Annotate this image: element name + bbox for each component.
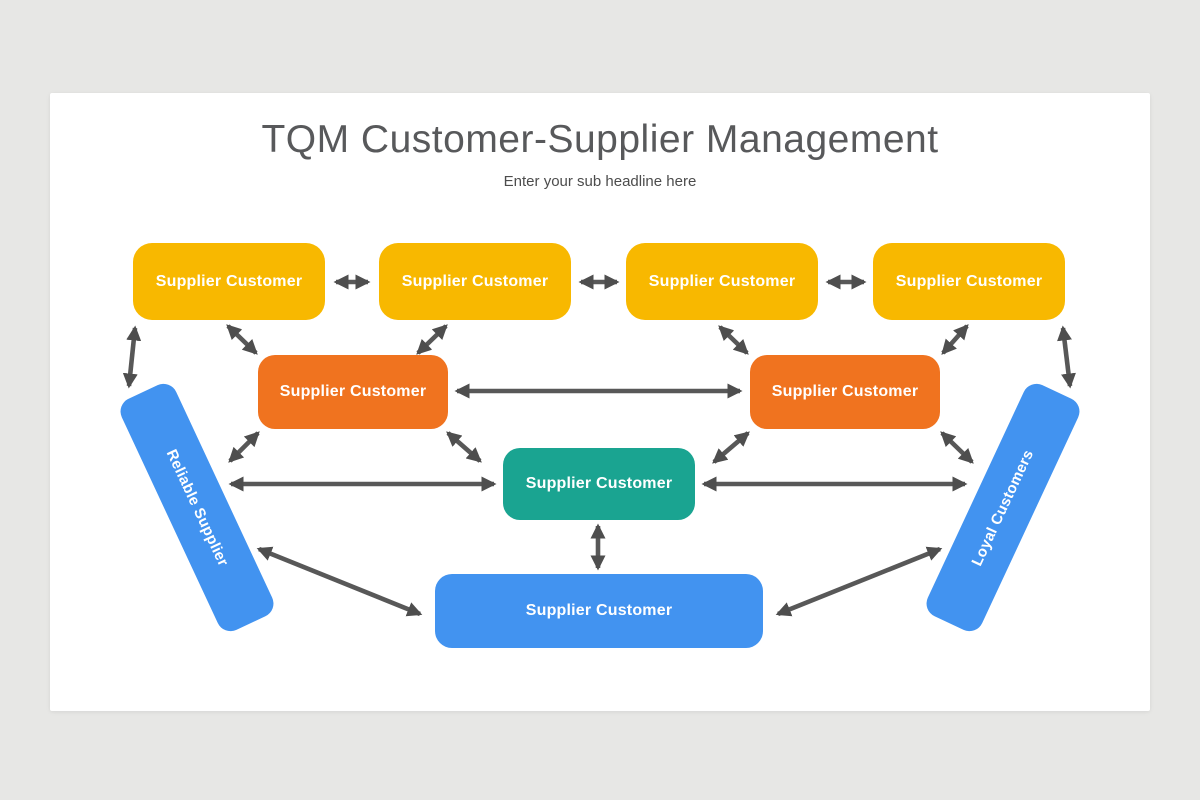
node-supplier-customer-center: Supplier Customer	[503, 448, 695, 520]
node-supplier-customer-bottom: Supplier Customer	[435, 574, 763, 648]
node-supplier-customer-top-1: Supplier Customer	[133, 243, 325, 320]
node-label: Supplier Customer	[525, 602, 673, 619]
node-supplier-customer-top-3: Supplier Customer	[626, 243, 818, 320]
node-label: Supplier Customer	[155, 272, 303, 290]
node-supplier-customer-mid-left: Supplier Customer	[258, 355, 448, 429]
node-label: Supplier Customer	[401, 272, 549, 290]
node-supplier-customer-top-2: Supplier Customer	[379, 243, 571, 320]
node-label: Supplier Customer	[279, 383, 427, 400]
node-supplier-customer-top-4: Supplier Customer	[873, 243, 1065, 320]
slide-subtitle: Enter your sub headline here	[503, 173, 697, 190]
node-label: Supplier Customer	[648, 272, 796, 290]
node-label: Supplier Customer	[771, 383, 919, 400]
node-label: Supplier Customer	[525, 475, 673, 492]
slide-title: TQM Customer-Supplier Management	[261, 118, 939, 161]
node-supplier-customer-mid-right: Supplier Customer	[750, 355, 940, 429]
node-label: Supplier Customer	[895, 272, 1043, 290]
